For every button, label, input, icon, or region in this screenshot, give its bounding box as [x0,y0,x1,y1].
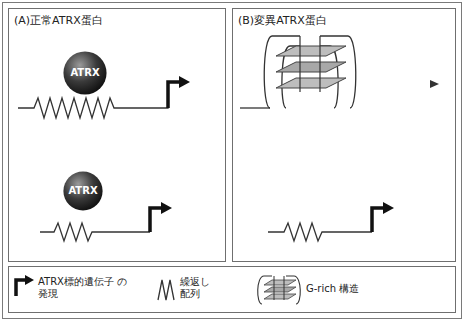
panel-normal: (A)正常ATRX蛋白 ATRX ATRX [8,8,226,262]
expression-arrow [372,208,384,232]
gene-b-upper [240,107,270,108]
outer-frame [3,3,462,319]
panel-mutant: (B)変異ATRX蛋白 [232,8,456,262]
legend-text: 繰返し 配列 [180,276,220,300]
legend-text: G-rich 構造 [306,283,359,295]
expression-arrow [150,208,162,232]
protein-label: ATRX [68,185,97,197]
panel-title: (A)正常ATRX蛋白 [9,11,103,28]
legend-g-rich-sample [258,276,301,304]
panel-title: (B)変異ATRX蛋白 [233,11,327,28]
legend-text: ATRX標的遺伝子 の発現 [38,276,128,300]
legend-repeat-sample [158,280,174,300]
legend-arrow-sample [16,275,34,296]
protein-label: ATRX [70,67,99,79]
atrx-protein: ATRX [63,171,103,211]
g-rich-structure [264,36,356,108]
gene-a-lower [40,223,150,241]
legend-box [9,267,456,313]
atrx-protein: ATRX [63,51,107,95]
arrow-head [179,76,190,88]
expression-arrow [168,82,180,108]
weak-arrow-head [430,80,439,88]
arrow-head [161,202,172,214]
gene-b-lower [268,223,372,241]
arrow-head [383,202,394,214]
